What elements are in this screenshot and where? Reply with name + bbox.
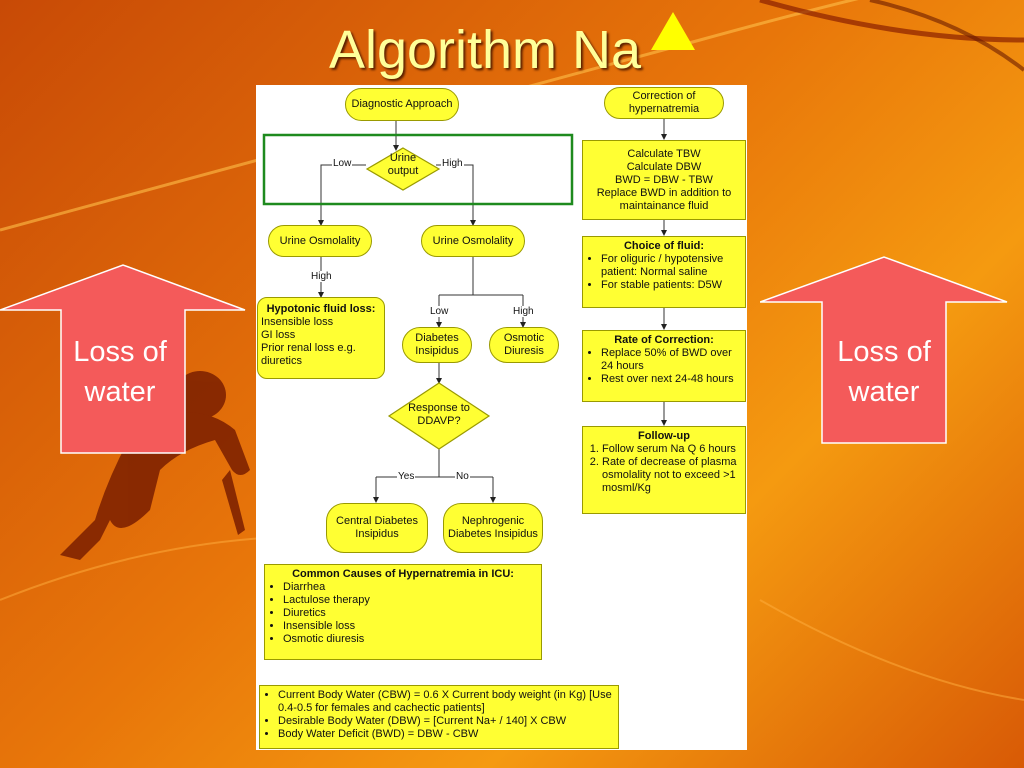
calc-line: Replace BWD in addition to maintainance … (596, 186, 732, 212)
follow-item: Rate of decrease of plasma osmolality no… (602, 456, 741, 495)
formula-item: Body Water Deficit (BWD) = DBW - CBW (278, 728, 614, 741)
common-causes-box: Common Causes of Hypernatremia in ICU: D… (264, 564, 542, 660)
follow-up-box: Follow-up Follow serum Na Q 6 hours Rate… (582, 426, 746, 514)
urine-osmolality-left-node: Urine Osmolality (268, 225, 372, 257)
right-arrow-text: Loss of water (837, 336, 931, 408)
correction-text: Correction of hypernatremia (628, 90, 700, 115)
fluid-title: Choice of fluid: (623, 240, 705, 252)
rate-item: Rest over next 24-48 hours (601, 373, 741, 386)
rate-of-correction-box: Rate of Correction: Replace 50% of BWD o… (582, 330, 746, 402)
fluid-item: For oliguric / hypotensive patient: Norm… (601, 253, 741, 279)
no-label: No (455, 471, 470, 482)
common-causes-title: Common Causes of Hypernatremia in ICU: (292, 568, 514, 580)
formula-item: Desirable Body Water (DBW) = [Current Na… (278, 715, 614, 728)
follow-item: Follow serum Na Q 6 hours (602, 443, 741, 456)
right-up-arrow: Loss of water (759, 256, 1008, 444)
hypotonic-item: Prior renal loss e.g. diuretics (261, 342, 356, 367)
hypotonic-title: Hypotonic fluid loss: (266, 303, 376, 315)
urine-output-text: Urine output (387, 152, 419, 177)
cause-item: Diuretics (283, 607, 537, 620)
formula-item: Current Body Water (CBW) = 0.6 X Current… (278, 689, 614, 715)
urine-osmolality-right-node: Urine Osmolality (421, 225, 525, 257)
left-arrow-text: Loss of water (73, 336, 167, 408)
cause-item: Diarrhea (283, 581, 537, 594)
calc-line: Calculate TBW (627, 147, 701, 160)
hypotonic-item: Insensible loss (261, 316, 334, 328)
urine-osmolality-right-text: Urine Osmolality (432, 234, 514, 247)
fluid-item: For stable patients: D5W (601, 279, 741, 292)
yes-label: Yes (397, 471, 416, 482)
flowchart-panel: Diagnostic Approach Urine output Low Hig… (256, 85, 747, 750)
response-ddavp-text: Response to DDAVP? (408, 402, 470, 427)
hypotonic-fluid-loss-node: Hypotonic fluid loss: Insensible loss GI… (257, 297, 385, 379)
runner-silhouette (60, 371, 250, 560)
rate-title: Rate of Correction: (614, 334, 714, 346)
osmotic-diuresis-node: Osmotic Diuresis (489, 327, 559, 363)
calc-line: Calculate DBW (626, 160, 702, 173)
diagnostic-approach-node: Diagnostic Approach (345, 88, 459, 121)
central-di-node: Central Diabetes Insipidus (326, 503, 428, 553)
high-label: High (441, 158, 464, 169)
hypotonic-item: GI loss (261, 329, 296, 341)
nephrogenic-di-text: Nephrogenic Diabetes Insipidus (448, 515, 538, 540)
cause-item: Lactulose therapy (283, 594, 537, 607)
formulas-box: Current Body Water (CBW) = 0.6 X Current… (259, 685, 619, 749)
up-triangle-icon (651, 12, 696, 50)
diabetes-insipidus-node: Diabetes Insipidus (402, 327, 472, 363)
low2-label: Low (429, 306, 450, 317)
low-label: Low (332, 158, 353, 169)
highlight-box (262, 133, 574, 206)
osmotic-diuresis-text: Osmotic Diuresis (503, 332, 545, 357)
left-up-arrow: Loss of water (0, 264, 246, 454)
calc-line: BWD = DBW - TBW (615, 173, 713, 186)
calculation-box: Calculate TBW Calculate DBW BWD = DBW - … (582, 140, 746, 220)
rate-item: Replace 50% of BWD over 24 hours (601, 347, 741, 373)
cause-item: Osmotic diuresis (283, 633, 537, 646)
correction-node: Correction of hypernatremia (604, 87, 724, 119)
nephrogenic-di-node: Nephrogenic Diabetes Insipidus (443, 503, 543, 553)
urine-osmolality-left-text: Urine Osmolality (279, 234, 361, 247)
cause-item: Insensible loss (283, 620, 537, 633)
diabetes-insipidus-text: Diabetes Insipidus (415, 332, 459, 357)
high-left-label: High (310, 271, 333, 282)
follow-title: Follow-up (638, 430, 690, 442)
diagnostic-approach-text: Diagnostic Approach (351, 98, 453, 110)
choice-of-fluid-box: Choice of fluid: For oliguric / hypotens… (582, 236, 746, 308)
central-di-text: Central Diabetes Insipidus (336, 515, 418, 540)
high2-label: High (512, 306, 535, 317)
title-text: Algorithm Na (328, 20, 642, 80)
slide-title: Algorithm Na (0, 12, 1024, 81)
